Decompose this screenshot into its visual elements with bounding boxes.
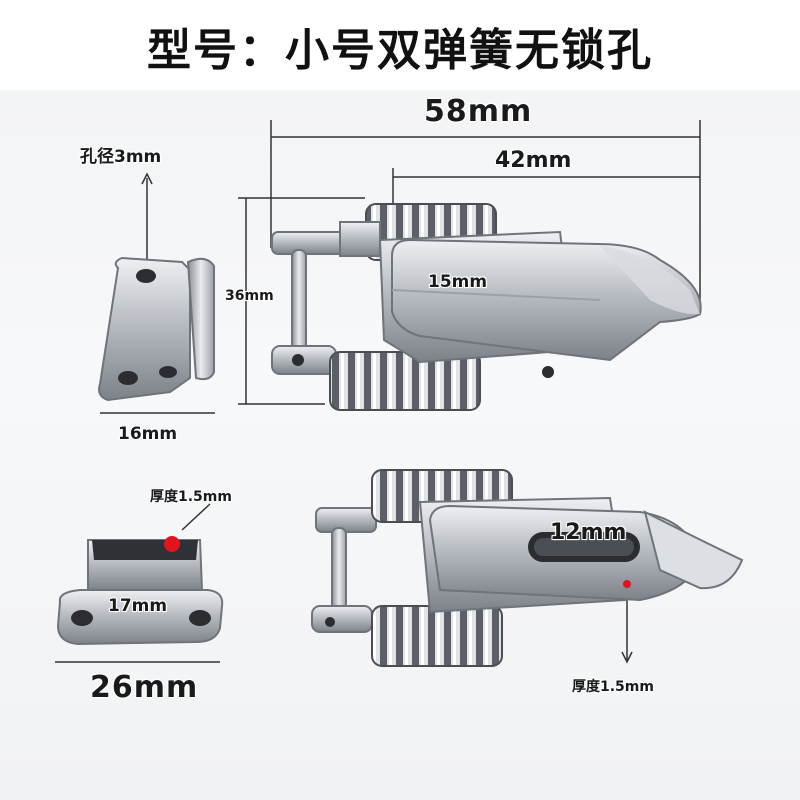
dim-catch-width: 16mm [118,424,178,444]
catch-plate-bottom [56,536,224,646]
latch-body-top [271,203,702,411]
latch-body-bottom [311,469,744,667]
dim-overall-length: 58mm [424,94,533,129]
thickness-marker-latch [623,580,631,588]
dim-height: 36mm [225,288,274,304]
dim-hole-spacing: 17mm [108,596,168,616]
dim-thickness-latch: 厚度1.5mm [572,679,654,695]
title-bar: 型号：小号双弹簧无锁孔 [0,0,800,90]
catch-plate-top [98,256,215,402]
dim-thickness-catch: 厚度1.5mm [150,489,232,505]
dim-slot-length: 12mm [550,520,627,545]
product-title: 型号：小号双弹簧无锁孔 [147,25,653,76]
dim-body-length: 42mm [495,148,572,173]
thickness-marker [164,536,180,552]
dim-base-width: 26mm [90,670,199,705]
dim-plate-width: 15mm [428,272,488,292]
dim-hole-diameter: 孔径3mm [80,147,162,167]
